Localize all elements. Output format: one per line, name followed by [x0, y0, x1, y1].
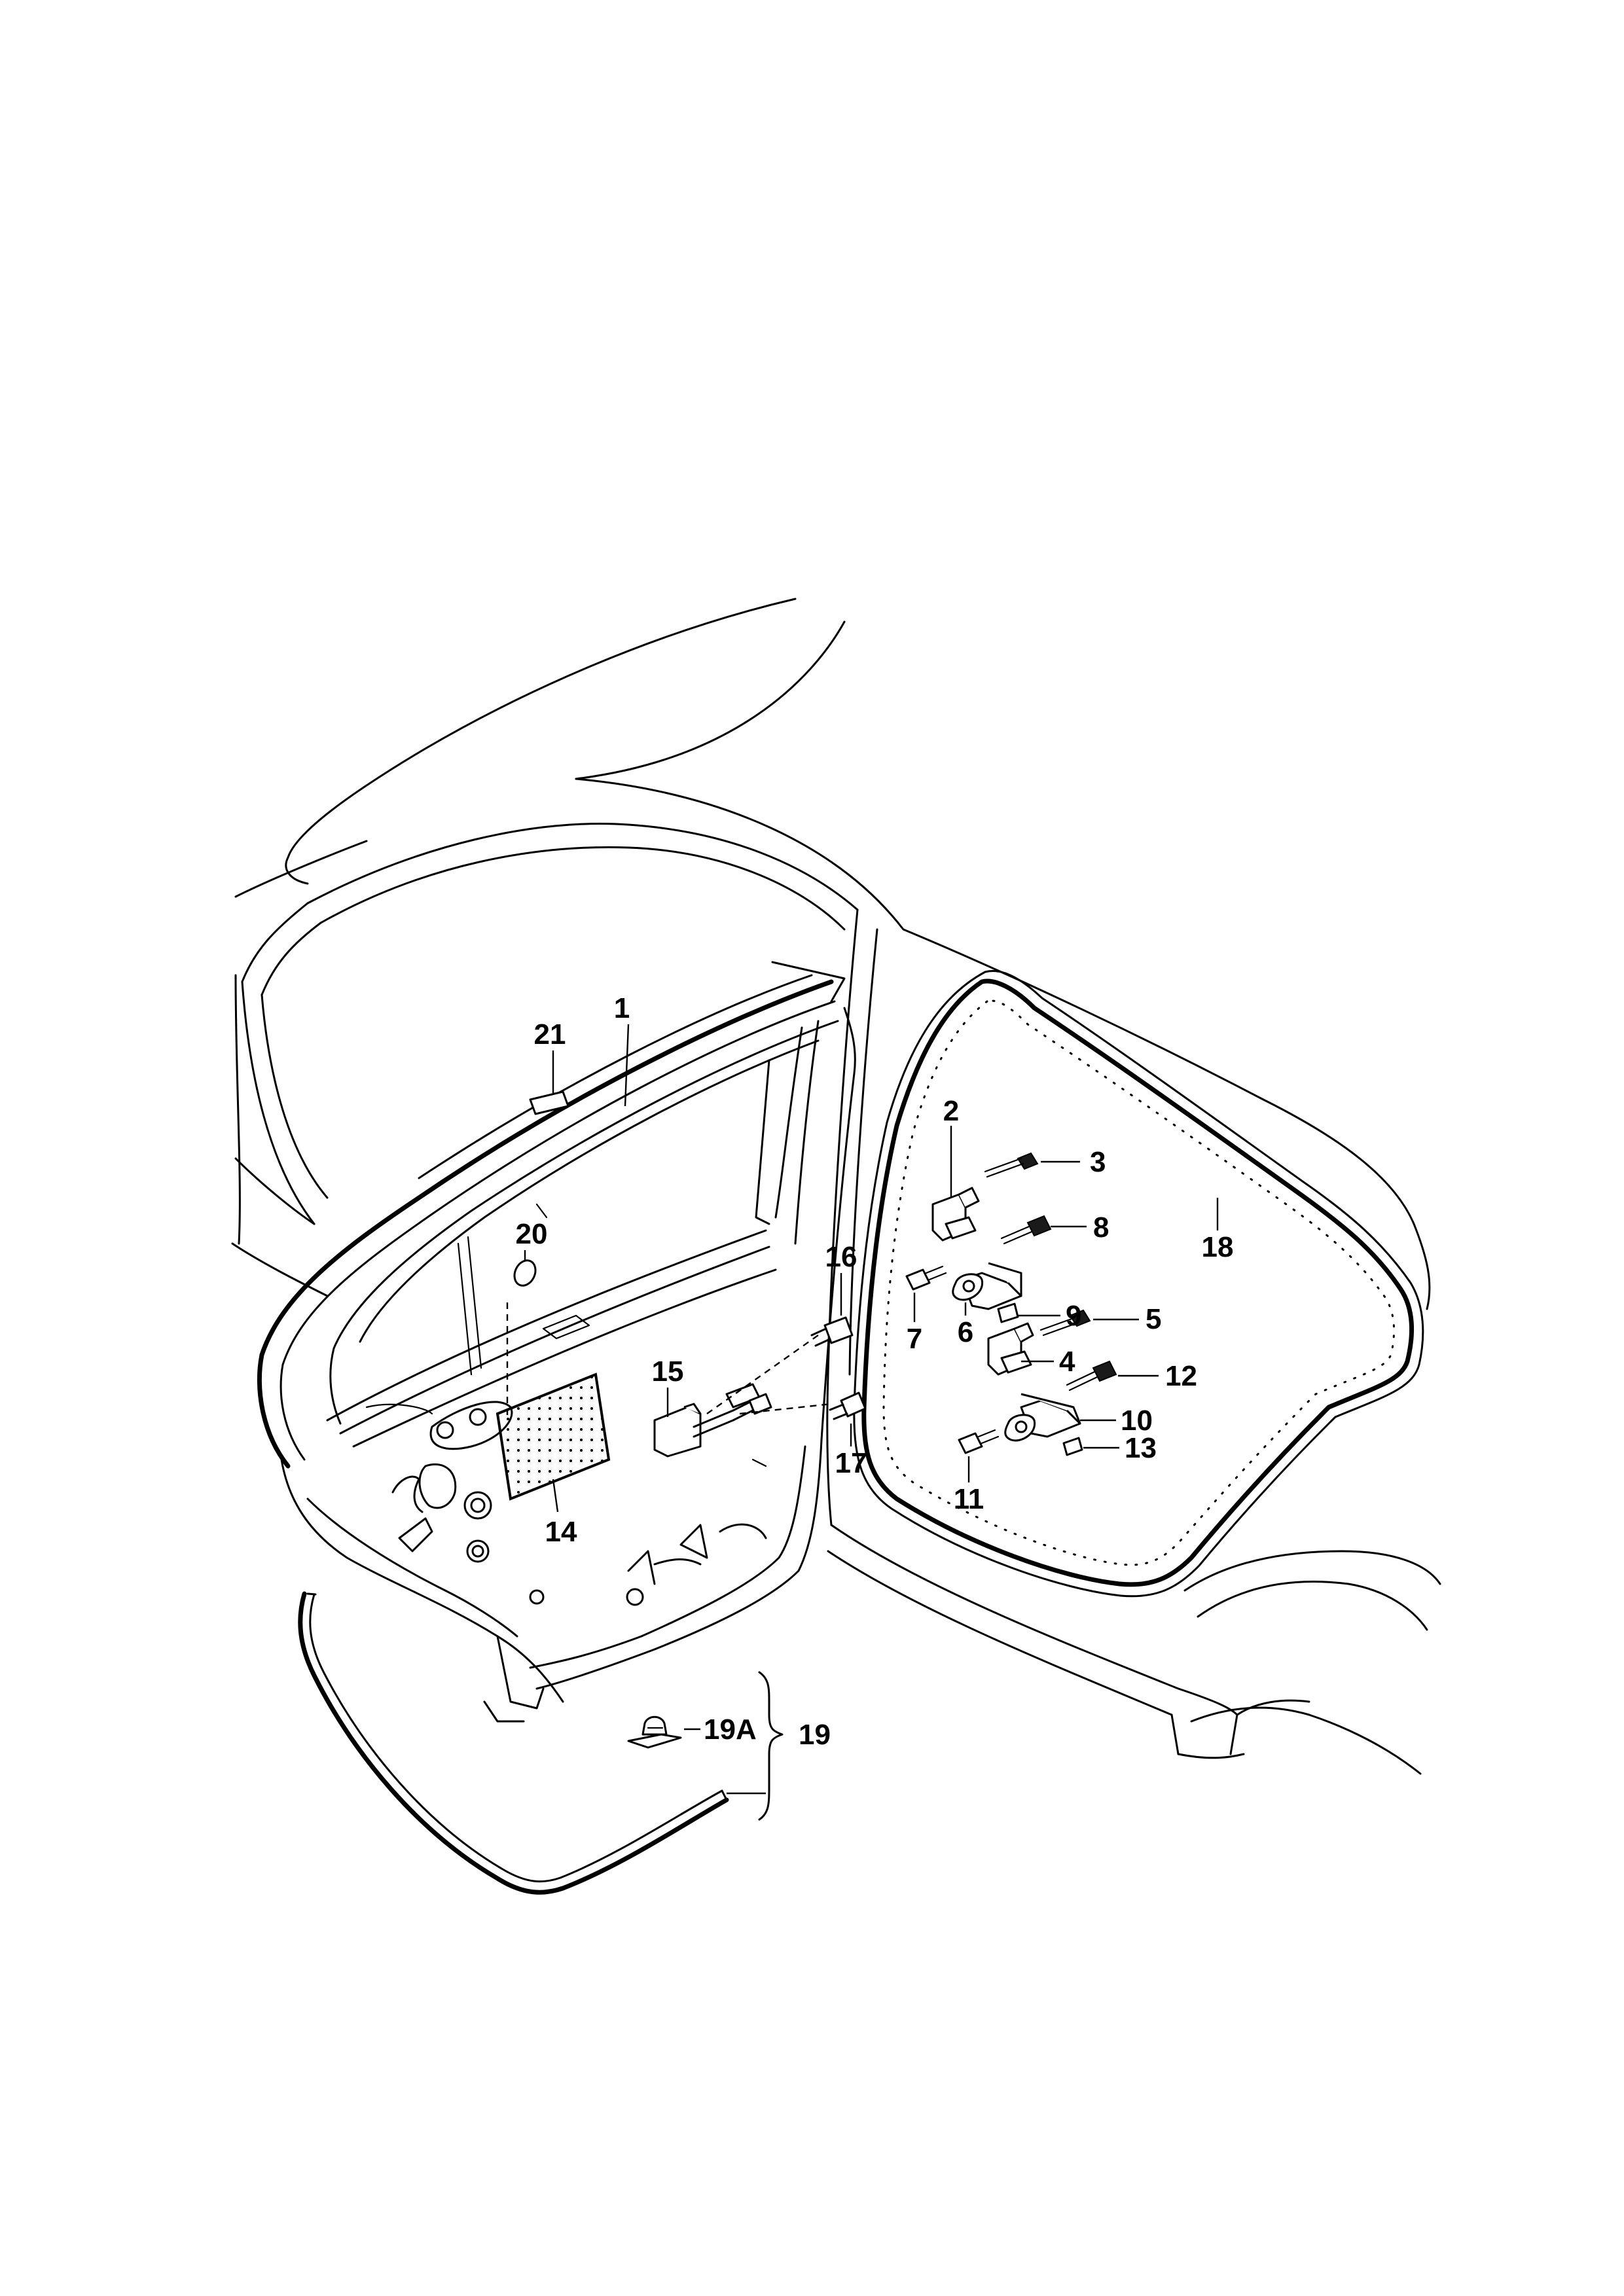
callout-2: 2 [943, 1095, 959, 1127]
callout-1: 1 [614, 992, 630, 1024]
door-seal-strip [298, 1591, 729, 1895]
callout-18: 18 [1202, 1231, 1234, 1263]
callout-labels: 1 2 3 4 5 6 7 8 9 10 11 12 13 14 15 16 1… [516, 992, 1234, 1751]
window-sticker [529, 1090, 569, 1115]
callout-5: 5 [1146, 1303, 1161, 1335]
callout-13: 13 [1125, 1432, 1157, 1464]
callout-19-brace [758, 1671, 784, 1821]
door-opening-seal [853, 969, 1424, 1598]
callout-4: 4 [1059, 1346, 1075, 1378]
door-check-strap [653, 1383, 772, 1458]
callout-3: 3 [1090, 1146, 1106, 1178]
plug [513, 1259, 537, 1287]
callout-14: 14 [545, 1516, 577, 1548]
callout-10: 10 [1121, 1405, 1153, 1437]
upper-hinge [905, 1152, 1052, 1323]
callout-9: 9 [1066, 1300, 1081, 1332]
callout-8: 8 [1093, 1211, 1109, 1244]
seal-clip [627, 1715, 682, 1749]
callout-12: 12 [1165, 1360, 1197, 1392]
car-body-outline [231, 598, 1441, 1775]
callout-21: 21 [534, 1018, 566, 1050]
callout-19: 19 [799, 1719, 831, 1751]
callout-17: 17 [835, 1447, 867, 1479]
leader-lines [506, 1024, 1219, 1795]
callout-19a: 19A [704, 1713, 757, 1746]
sound-absorber-pad [496, 1372, 611, 1501]
rear-door [257, 961, 856, 1723]
bolt-17 [829, 1391, 867, 1420]
callout-11: 11 [954, 1483, 984, 1515]
callout-6: 6 [958, 1316, 973, 1348]
callout-15: 15 [652, 1355, 684, 1388]
callout-16: 16 [825, 1241, 857, 1273]
bolt-16 [810, 1316, 854, 1347]
lower-hinge [958, 1309, 1117, 1456]
callout-7: 7 [907, 1323, 922, 1355]
callout-20: 20 [516, 1218, 548, 1250]
